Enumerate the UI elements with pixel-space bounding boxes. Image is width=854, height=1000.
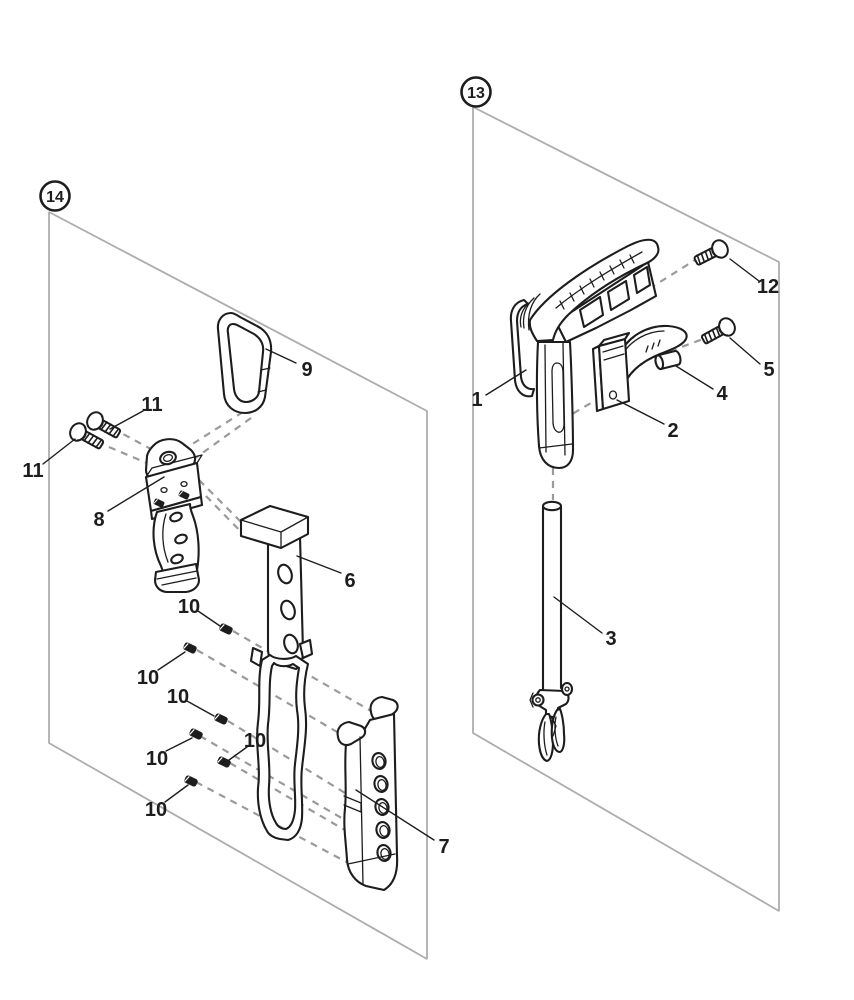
- callout-11: 11: [22, 460, 43, 482]
- part-8-bracket: [144, 438, 204, 594]
- group-14-number: 14: [46, 189, 64, 206]
- panel-group-14: [48, 211, 428, 960]
- group-14-badge: 14: [39, 180, 71, 212]
- part-12-screw: [690, 236, 732, 271]
- part-5-screw: [698, 314, 739, 349]
- callout-12: 12: [757, 276, 779, 298]
- callout-10: 10: [244, 730, 266, 752]
- part-7-channel-bracket: [336, 695, 399, 892]
- callout-2: 2: [667, 420, 678, 442]
- part-3-tube: [529, 500, 574, 763]
- panel-group-13: [472, 106, 780, 912]
- callout-10: 10: [178, 596, 200, 618]
- callout-3: 3: [605, 628, 616, 650]
- callout-5: 5: [763, 359, 774, 381]
- callout-11: 11: [141, 394, 162, 416]
- callout-7: 7: [438, 836, 449, 858]
- part-6-slide-bar: [239, 504, 314, 842]
- part-1-lever-handle: [509, 238, 660, 470]
- callout-6: 6: [344, 570, 355, 592]
- callout-10: 10: [137, 667, 159, 689]
- part-9-carabiner: [216, 311, 273, 415]
- part-11-screws: [66, 408, 124, 454]
- callout-8: 8: [93, 509, 104, 531]
- leader-lines: [42, 258, 761, 841]
- part-2-release-lever: [591, 324, 688, 413]
- part-4-bushing: [654, 349, 682, 371]
- callout-10: 10: [167, 686, 189, 708]
- callout-10: 10: [146, 748, 168, 770]
- group-13-number: 13: [467, 85, 485, 102]
- callout-4: 4: [716, 383, 728, 405]
- callout-9: 9: [301, 359, 312, 381]
- group-13-badge: 13: [460, 76, 492, 108]
- part-10-set-screws: [181, 622, 235, 788]
- callout-1: 1: [471, 389, 482, 411]
- callout-labels: 9 11 11 8 6 10 10 10 10 10 10 7 1 2 3 4 …: [22, 276, 779, 858]
- callout-10: 10: [145, 799, 167, 821]
